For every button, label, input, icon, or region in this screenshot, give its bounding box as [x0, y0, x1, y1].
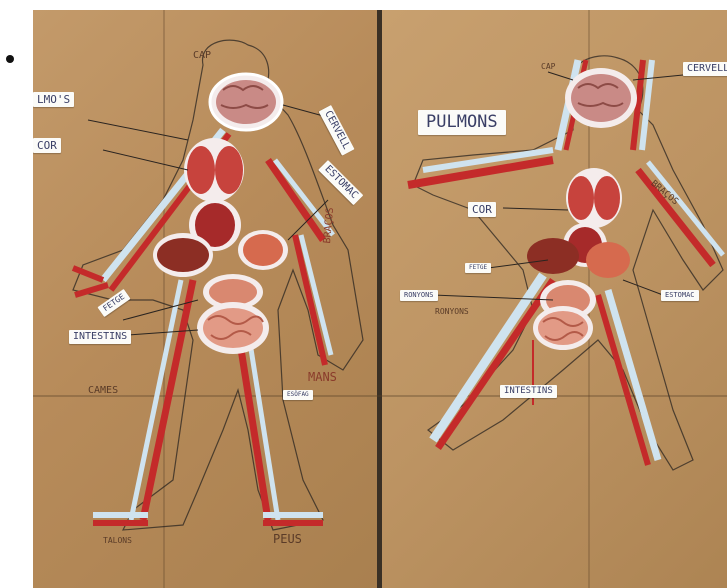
label-pulmons-right: PULMONS — [418, 110, 506, 135]
label-small-left: ESÒFAG — [283, 390, 313, 400]
handwriting-cap-right: CAP — [541, 62, 555, 71]
body-diagram-drawing — [33, 10, 727, 588]
label-pulmons-left: LMO'S — [33, 92, 74, 107]
label-cervell-right: CERVELL — [683, 62, 727, 76]
label-ronyons-right: RONYONS — [400, 290, 438, 301]
cardboard-body-photo: LMO'S COR CERVELL ESTOMAC INTESTINS FETG… — [33, 10, 727, 588]
label-intestins-left: INTESTINS — [69, 330, 131, 344]
handwriting-ronyons: RONYONS — [435, 307, 469, 316]
label-cor-left: COR — [33, 138, 61, 153]
list-bullet — [6, 55, 14, 63]
label-small-right: FETGE — [465, 263, 491, 273]
label-intestins-right: INTESTINS — [500, 385, 557, 398]
handwriting-cap-left: CAP — [193, 50, 211, 61]
handwriting-peus: PEUS — [273, 532, 302, 546]
label-cor-right: COR — [468, 202, 496, 217]
handwriting-mans: MANS — [308, 370, 337, 384]
handwriting-cames: CAMES — [88, 385, 118, 396]
handwriting-talons: TALONS — [103, 536, 132, 545]
label-estomac-right: ESTOMAC — [661, 290, 699, 301]
